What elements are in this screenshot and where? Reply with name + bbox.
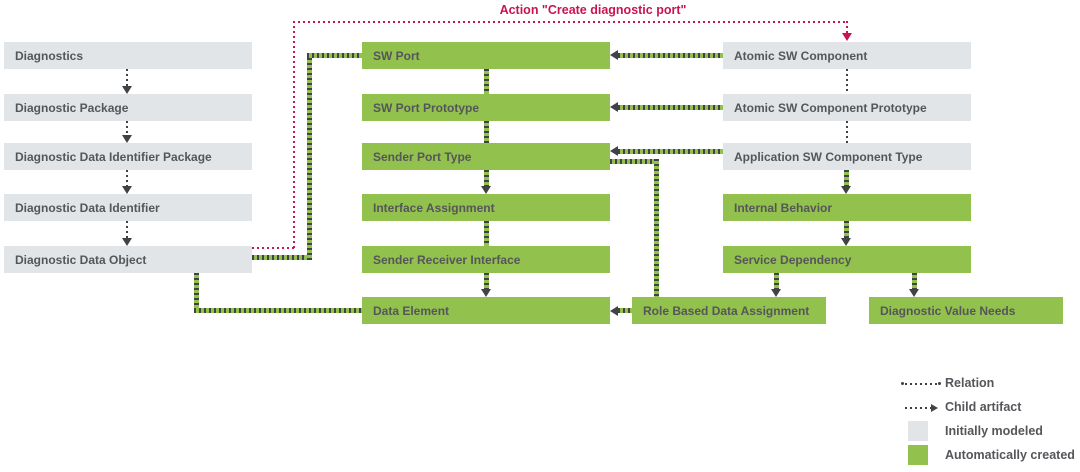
- legend-child-artifact-label: Child artifact: [945, 400, 1022, 414]
- relation-arrow-icon: [610, 50, 618, 60]
- node-diagnostics: Diagnostics: [4, 42, 252, 69]
- relation-arrow-icon: [610, 146, 618, 156]
- relation-line-created: [194, 308, 362, 313]
- legend-initially-modeled-swatch: [908, 421, 928, 441]
- child-artifact-line: [126, 121, 128, 135]
- relation-line-created: [252, 255, 312, 260]
- node-sw-port-prototype: SW Port Prototype: [362, 94, 610, 121]
- action-line: [293, 21, 848, 23]
- relation-endpoint-dot: [901, 382, 904, 385]
- child-artifact-arrow-icon: [122, 86, 132, 94]
- child-artifact-arrow-icon: [771, 289, 781, 297]
- node-internal-behavior: Internal Behavior: [723, 194, 971, 221]
- relation-line: [846, 121, 848, 143]
- child-artifact-line-created: [774, 273, 779, 289]
- child-artifact-arrow-icon: [122, 135, 132, 143]
- child-artifact-line: [126, 221, 128, 238]
- child-artifact-line-created: [484, 273, 489, 289]
- relation-line-created: [618, 53, 723, 58]
- legend-automatically-created-swatch: [908, 445, 928, 465]
- node-sender-receiver-interface: Sender Receiver Interface: [362, 246, 610, 273]
- node-service-dependency: Service Dependency: [723, 246, 971, 273]
- action-line: [846, 21, 848, 34]
- relation-line-created: [618, 149, 723, 154]
- node-diagnostic-package: Diagnostic Package: [4, 94, 252, 121]
- child-artifact-arrow-icon: [481, 186, 491, 194]
- action-line: [293, 21, 295, 249]
- node-sender-port-type: Sender Port Type: [362, 143, 610, 170]
- child-artifact-line-created: [844, 221, 849, 238]
- relation-line-created: [484, 221, 489, 246]
- relation-line-created: [618, 308, 632, 313]
- action-label: Action "Create diagnostic port": [499, 3, 687, 17]
- child-artifact-arrow-icon: [481, 289, 491, 297]
- node-diagnostic-data-identifier: Diagnostic Data Identifier: [4, 194, 252, 221]
- legend-relation-sample: [905, 382, 938, 385]
- child-artifact-line-created: [484, 170, 489, 186]
- relation-line-created: [307, 53, 362, 58]
- relation-line-created: [484, 121, 489, 143]
- child-artifact-line-created: [912, 273, 917, 289]
- node-diagnostic-data-object: Diagnostic Data Object: [4, 246, 252, 273]
- relation-line-created: [610, 159, 659, 164]
- node-role-based-data-assignment: Role Based Data Assignment: [632, 297, 826, 324]
- relation-line-created: [484, 69, 489, 94]
- child-artifact-line: [126, 69, 128, 86]
- action-line: [252, 247, 295, 249]
- child-artifact-arrow-icon: [909, 289, 919, 297]
- child-artifact-line: [126, 170, 128, 186]
- relation-arrow-icon: [610, 102, 618, 112]
- relation-line-created: [194, 273, 199, 313]
- relation-line-created: [307, 53, 312, 260]
- node-atomic-sw-component: Atomic SW Component: [723, 42, 971, 69]
- child-artifact-line-created: [844, 170, 849, 186]
- child-artifact-arrow-icon: [841, 238, 851, 246]
- relation-line-created: [654, 159, 659, 297]
- node-interface-assignment: Interface Assignment: [362, 194, 610, 221]
- node-atomic-sw-component-prototype: Atomic SW Component Prototype: [723, 94, 971, 121]
- child-artifact-arrow-icon: [122, 238, 132, 246]
- child-artifact-arrow-icon: [122, 186, 132, 194]
- legend-relation-label: Relation: [945, 376, 995, 390]
- legend-initially-modeled-label: Initially modeled: [945, 424, 1043, 438]
- child-artifact-arrow-icon: [931, 403, 938, 412]
- action-arrow-icon: [842, 33, 852, 41]
- relation-line: [846, 69, 848, 94]
- child-artifact-arrow-icon: [841, 186, 851, 194]
- node-data-element: Data Element: [362, 297, 610, 324]
- node-application-sw-component-type: Application SW Component Type: [723, 143, 971, 170]
- relation-line-created: [618, 105, 723, 110]
- relation-arrow-icon: [610, 306, 618, 316]
- legend-child-artifact-sample: [905, 406, 931, 409]
- node-sw-port: SW Port: [362, 42, 610, 69]
- legend-automatically-created-label: Automatically created: [945, 448, 1075, 462]
- node-diagnostic-value-needs: Diagnostic Value Needs: [869, 297, 1063, 324]
- node-diagnostic-data-identifier-package: Diagnostic Data Identifier Package: [4, 143, 252, 170]
- relation-endpoint-dot: [938, 382, 941, 385]
